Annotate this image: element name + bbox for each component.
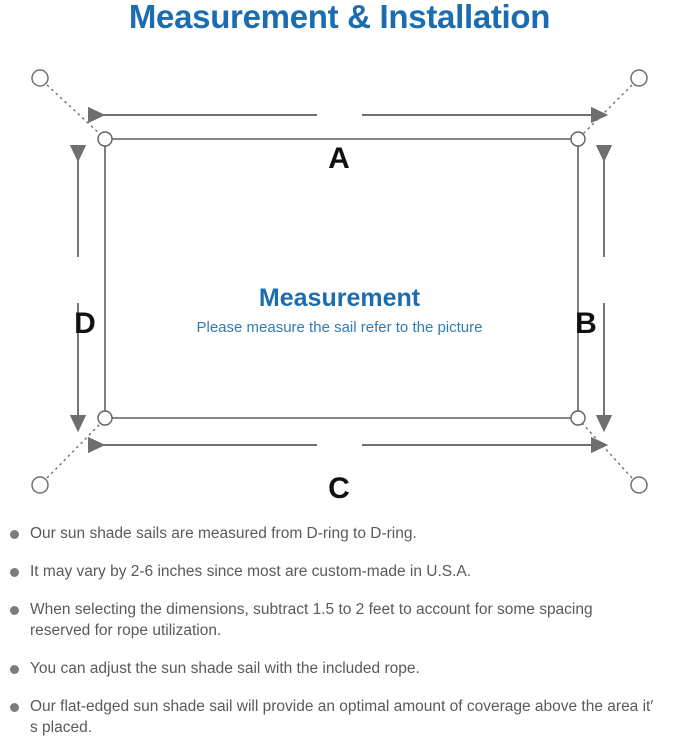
anchor-top-right-circle bbox=[630, 69, 648, 87]
bullet-icon bbox=[10, 606, 19, 615]
list-item: When selecting the dimensions, subtract … bbox=[0, 599, 679, 641]
bullet-icon bbox=[10, 703, 19, 712]
anchor-top-left-circle bbox=[31, 69, 49, 87]
bullet-icon bbox=[10, 665, 19, 674]
list-item: Our sun shade sails are measured from D-… bbox=[0, 523, 679, 544]
d-ring-bottom-left-icon bbox=[97, 410, 113, 426]
note-text: When selecting the dimensions, subtract … bbox=[30, 601, 593, 639]
sail-rectangle bbox=[104, 138, 579, 419]
page-root: Measurement & Installation bbox=[0, 0, 679, 736]
measurement-diagram: Measurement Please measure the sail refe… bbox=[0, 45, 679, 515]
list-item: It may vary by 2-6 inches since most are… bbox=[0, 561, 679, 582]
dimension-label-a: A bbox=[328, 142, 350, 175]
bullet-icon bbox=[10, 530, 19, 539]
dimension-label-c: C bbox=[328, 472, 350, 505]
note-text: It may vary by 2-6 inches since most are… bbox=[30, 563, 472, 580]
list-item: You can adjust the sun shade sail with t… bbox=[0, 658, 679, 679]
anchor-bottom-left-circle bbox=[31, 476, 49, 494]
list-item: Our flat-edged sun shade sail will provi… bbox=[0, 696, 679, 738]
dimension-label-b: B bbox=[575, 307, 597, 340]
d-ring-bottom-right-icon bbox=[570, 410, 586, 426]
d-rings bbox=[97, 131, 586, 426]
dimension-label-d: D bbox=[74, 307, 96, 340]
d-ring-top-right-icon bbox=[570, 131, 586, 147]
note-text: Our sun shade sails are measured from D-… bbox=[30, 525, 417, 542]
anchor-bottom-right-circle bbox=[630, 476, 648, 494]
d-ring-top-left-icon bbox=[97, 131, 113, 147]
page-title: Measurement & Installation bbox=[128, 0, 551, 35]
bullet-icon bbox=[10, 568, 19, 577]
note-text: You can adjust the sun shade sail with t… bbox=[30, 660, 420, 677]
anchor-circles bbox=[31, 69, 648, 494]
notes-list: Our sun shade sails are measured from D-… bbox=[0, 523, 679, 755]
note-text: Our flat-edged sun shade sail will provi… bbox=[30, 698, 654, 736]
